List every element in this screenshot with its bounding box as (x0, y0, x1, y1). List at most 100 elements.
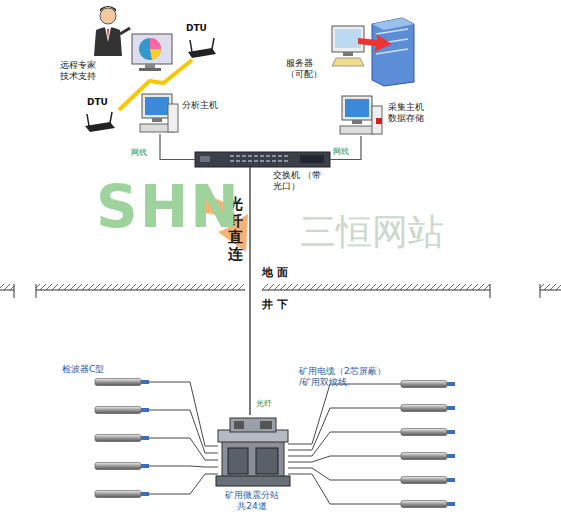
sensor-cable (149, 410, 218, 453)
device-node: 分析主机 (138, 92, 182, 134)
geophone-sensor (401, 381, 447, 388)
connector (119, 60, 192, 110)
sensor-cable (288, 474, 401, 504)
sensor-cable (288, 408, 401, 450)
geophone-sensor (141, 380, 149, 384)
chart-monitor (145, 64, 155, 68)
geophone-sensor (401, 453, 447, 460)
chart-monitor (150, 49, 161, 60)
computer-icon (152, 118, 162, 122)
dtu-router (87, 114, 89, 126)
substation-box (230, 418, 276, 432)
sensor-cable (149, 438, 218, 460)
watermark: 三恒网站 (300, 212, 444, 252)
computer-icon (340, 126, 374, 134)
device-node: 服务器 （可配） (330, 16, 416, 88)
substation-box (228, 448, 248, 474)
geophone-sensor (401, 429, 447, 436)
dtu-router (85, 122, 115, 132)
sensor-cable (149, 466, 218, 467)
geophone-sensor (447, 502, 455, 506)
device-node: DTU (186, 38, 218, 58)
connector (160, 134, 195, 160)
chart-monitor (150, 38, 161, 49)
substation-box (216, 476, 290, 486)
computer-icon (345, 99, 369, 117)
edge-label: 网线 (333, 146, 349, 157)
connector (330, 136, 361, 160)
device-node: 采集主机 数据存储 (338, 94, 384, 136)
expert-figure (107, 29, 109, 40)
geophone-sensor (95, 435, 141, 442)
server-icon (372, 18, 414, 30)
chart-monitor (139, 38, 161, 60)
geophone-sensor (447, 454, 455, 458)
substation-box (234, 421, 244, 429)
network-switch (195, 152, 330, 167)
computer-icon (168, 104, 178, 132)
dtu-router (110, 112, 112, 123)
sensor-cable (149, 474, 218, 494)
device-node: DTU (83, 112, 117, 132)
server-icon (335, 29, 361, 48)
connector (249, 167, 250, 415)
ground-line (0, 284, 561, 298)
sensor-cable (149, 382, 218, 446)
geophone-sensor (95, 407, 141, 414)
ground-line (14, 284, 540, 298)
geophone-sensor (95, 379, 455, 508)
note-label: 地 面 (262, 266, 288, 279)
server-icon (358, 34, 392, 52)
geophone-sensor (401, 477, 447, 484)
computer-icon (352, 120, 362, 124)
geophone-sensor (401, 405, 447, 412)
device-label: 服务器 （可配） (286, 58, 326, 80)
ground-line (36, 284, 245, 290)
network-switch (230, 156, 290, 161)
geophone-sensor (447, 430, 455, 434)
ground-line (262, 284, 490, 290)
sensor-cable (288, 384, 401, 444)
dtu-router (212, 38, 214, 49)
geophone-sensor (141, 492, 149, 496)
device-label: DTU (186, 23, 216, 34)
network-switch (300, 155, 324, 163)
network-switch (200, 156, 210, 162)
geophone-sensor (95, 491, 141, 498)
chart-monitor (132, 34, 172, 64)
geophone-sensor (95, 463, 141, 470)
note-label: 井 下 (262, 298, 288, 311)
network-switch (195, 152, 330, 167)
expert-figure (120, 28, 130, 34)
watermark: SHN (96, 176, 241, 238)
edge-label: 光纤 (256, 398, 272, 409)
geophone-sensor (95, 379, 141, 386)
geophone-sensor (447, 382, 455, 386)
chart-monitor (139, 68, 161, 71)
device-label: 分析主机 (182, 100, 226, 111)
computer-icon (145, 97, 169, 115)
device-label: 矿用微震分站 共24道 (221, 490, 283, 512)
expert-figure (100, 6, 116, 12)
device-label: DTU (87, 97, 117, 108)
dtu-router (85, 38, 216, 132)
computer-icon (376, 118, 382, 124)
sensor-cable (288, 432, 401, 456)
computer-icon (372, 106, 382, 134)
computer-icon (140, 94, 178, 132)
server-icon (332, 58, 364, 66)
device-label: 远程专家 技术支持 (60, 60, 102, 82)
dtu-router (190, 40, 192, 52)
sensor-cable (288, 456, 401, 462)
computer-icon (342, 96, 372, 120)
note-label: 检波器C型 (62, 364, 104, 375)
computer-icon (340, 96, 382, 134)
server-icon (332, 18, 414, 86)
geophone-sensor (141, 436, 149, 440)
device-label: 采集主机 数据存储 (388, 102, 430, 124)
expert-figure (105, 27, 111, 42)
expert-figure (94, 6, 130, 56)
ground-line (540, 284, 561, 290)
substation-box (216, 418, 290, 486)
device-node: 矿用微震分站 共24道 (215, 415, 290, 487)
